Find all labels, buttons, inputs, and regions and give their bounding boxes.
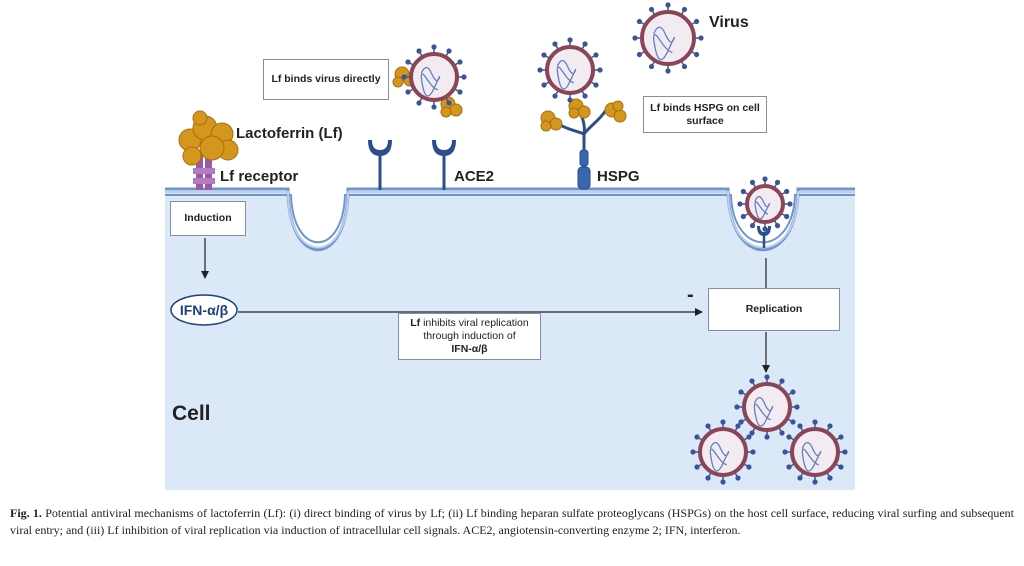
ifn-label: IFN-α/β — [179, 302, 229, 318]
ifn-ellipse — [170, 294, 238, 326]
cell-label: Cell — [172, 402, 211, 425]
virus-direct-bound-icon — [401, 44, 467, 110]
replication-box: Replication — [708, 288, 840, 331]
inhibition-minus-sign: - — [687, 284, 694, 306]
lactoferrin-icon — [178, 110, 239, 166]
inhibits-ifn: IFN-α/β — [451, 343, 488, 355]
lactoferrin-label: Lactoferrin (Lf) — [236, 125, 343, 142]
figure-caption: Fig. 1. Potential antiviral mechanisms o… — [10, 505, 1014, 538]
lf-binds-virus-box: Lf binds virus directly — [263, 59, 389, 100]
lf-receptor-label: Lf receptor — [220, 168, 299, 185]
hspg-label: HSPG — [597, 168, 640, 185]
lf-binds-hspg-line2: surface — [686, 114, 724, 127]
lactoferrin-on-hspg-icon — [540, 98, 627, 132]
inhibits-text1: inhibits viral replication — [420, 317, 529, 329]
ace2-receptor-icon — [432, 140, 456, 190]
virus-hspg-icon — [537, 37, 603, 103]
caption-fig-label: Fig. 1. — [10, 506, 42, 520]
lf-receptor-icon — [193, 150, 215, 190]
virus-progeny-3-icon — [782, 419, 848, 485]
inhibits-line2: through induction of — [423, 330, 516, 342]
caption-text: Potential antiviral mechanisms of lactof… — [10, 506, 1014, 537]
inhibits-lf: Lf — [410, 317, 421, 329]
induction-box: Induction — [170, 201, 246, 236]
inhibits-replication-box: Lf inhibits viral replication through in… — [398, 313, 541, 360]
virus-layer — [401, 2, 848, 485]
ace2-label: ACE2 — [454, 168, 495, 185]
virus-progeny-2-icon — [690, 419, 756, 485]
lf-binds-hspg-box: Lf binds HSPG on cell surface — [643, 96, 767, 133]
virus-endocytosed-icon — [737, 176, 793, 232]
virus-progeny-1-icon — [734, 374, 800, 440]
virus-label: Virus — [709, 14, 749, 31]
inhibits-line1: Lf inhibits viral replication — [410, 317, 528, 330]
pit-receptor-icon — [757, 226, 771, 248]
hspg-icon — [550, 104, 608, 190]
receptor-icon — [368, 140, 392, 190]
virus-top-right-icon — [632, 2, 704, 74]
lf-binds-hspg-line1: Lf binds HSPG on cell — [650, 101, 760, 114]
